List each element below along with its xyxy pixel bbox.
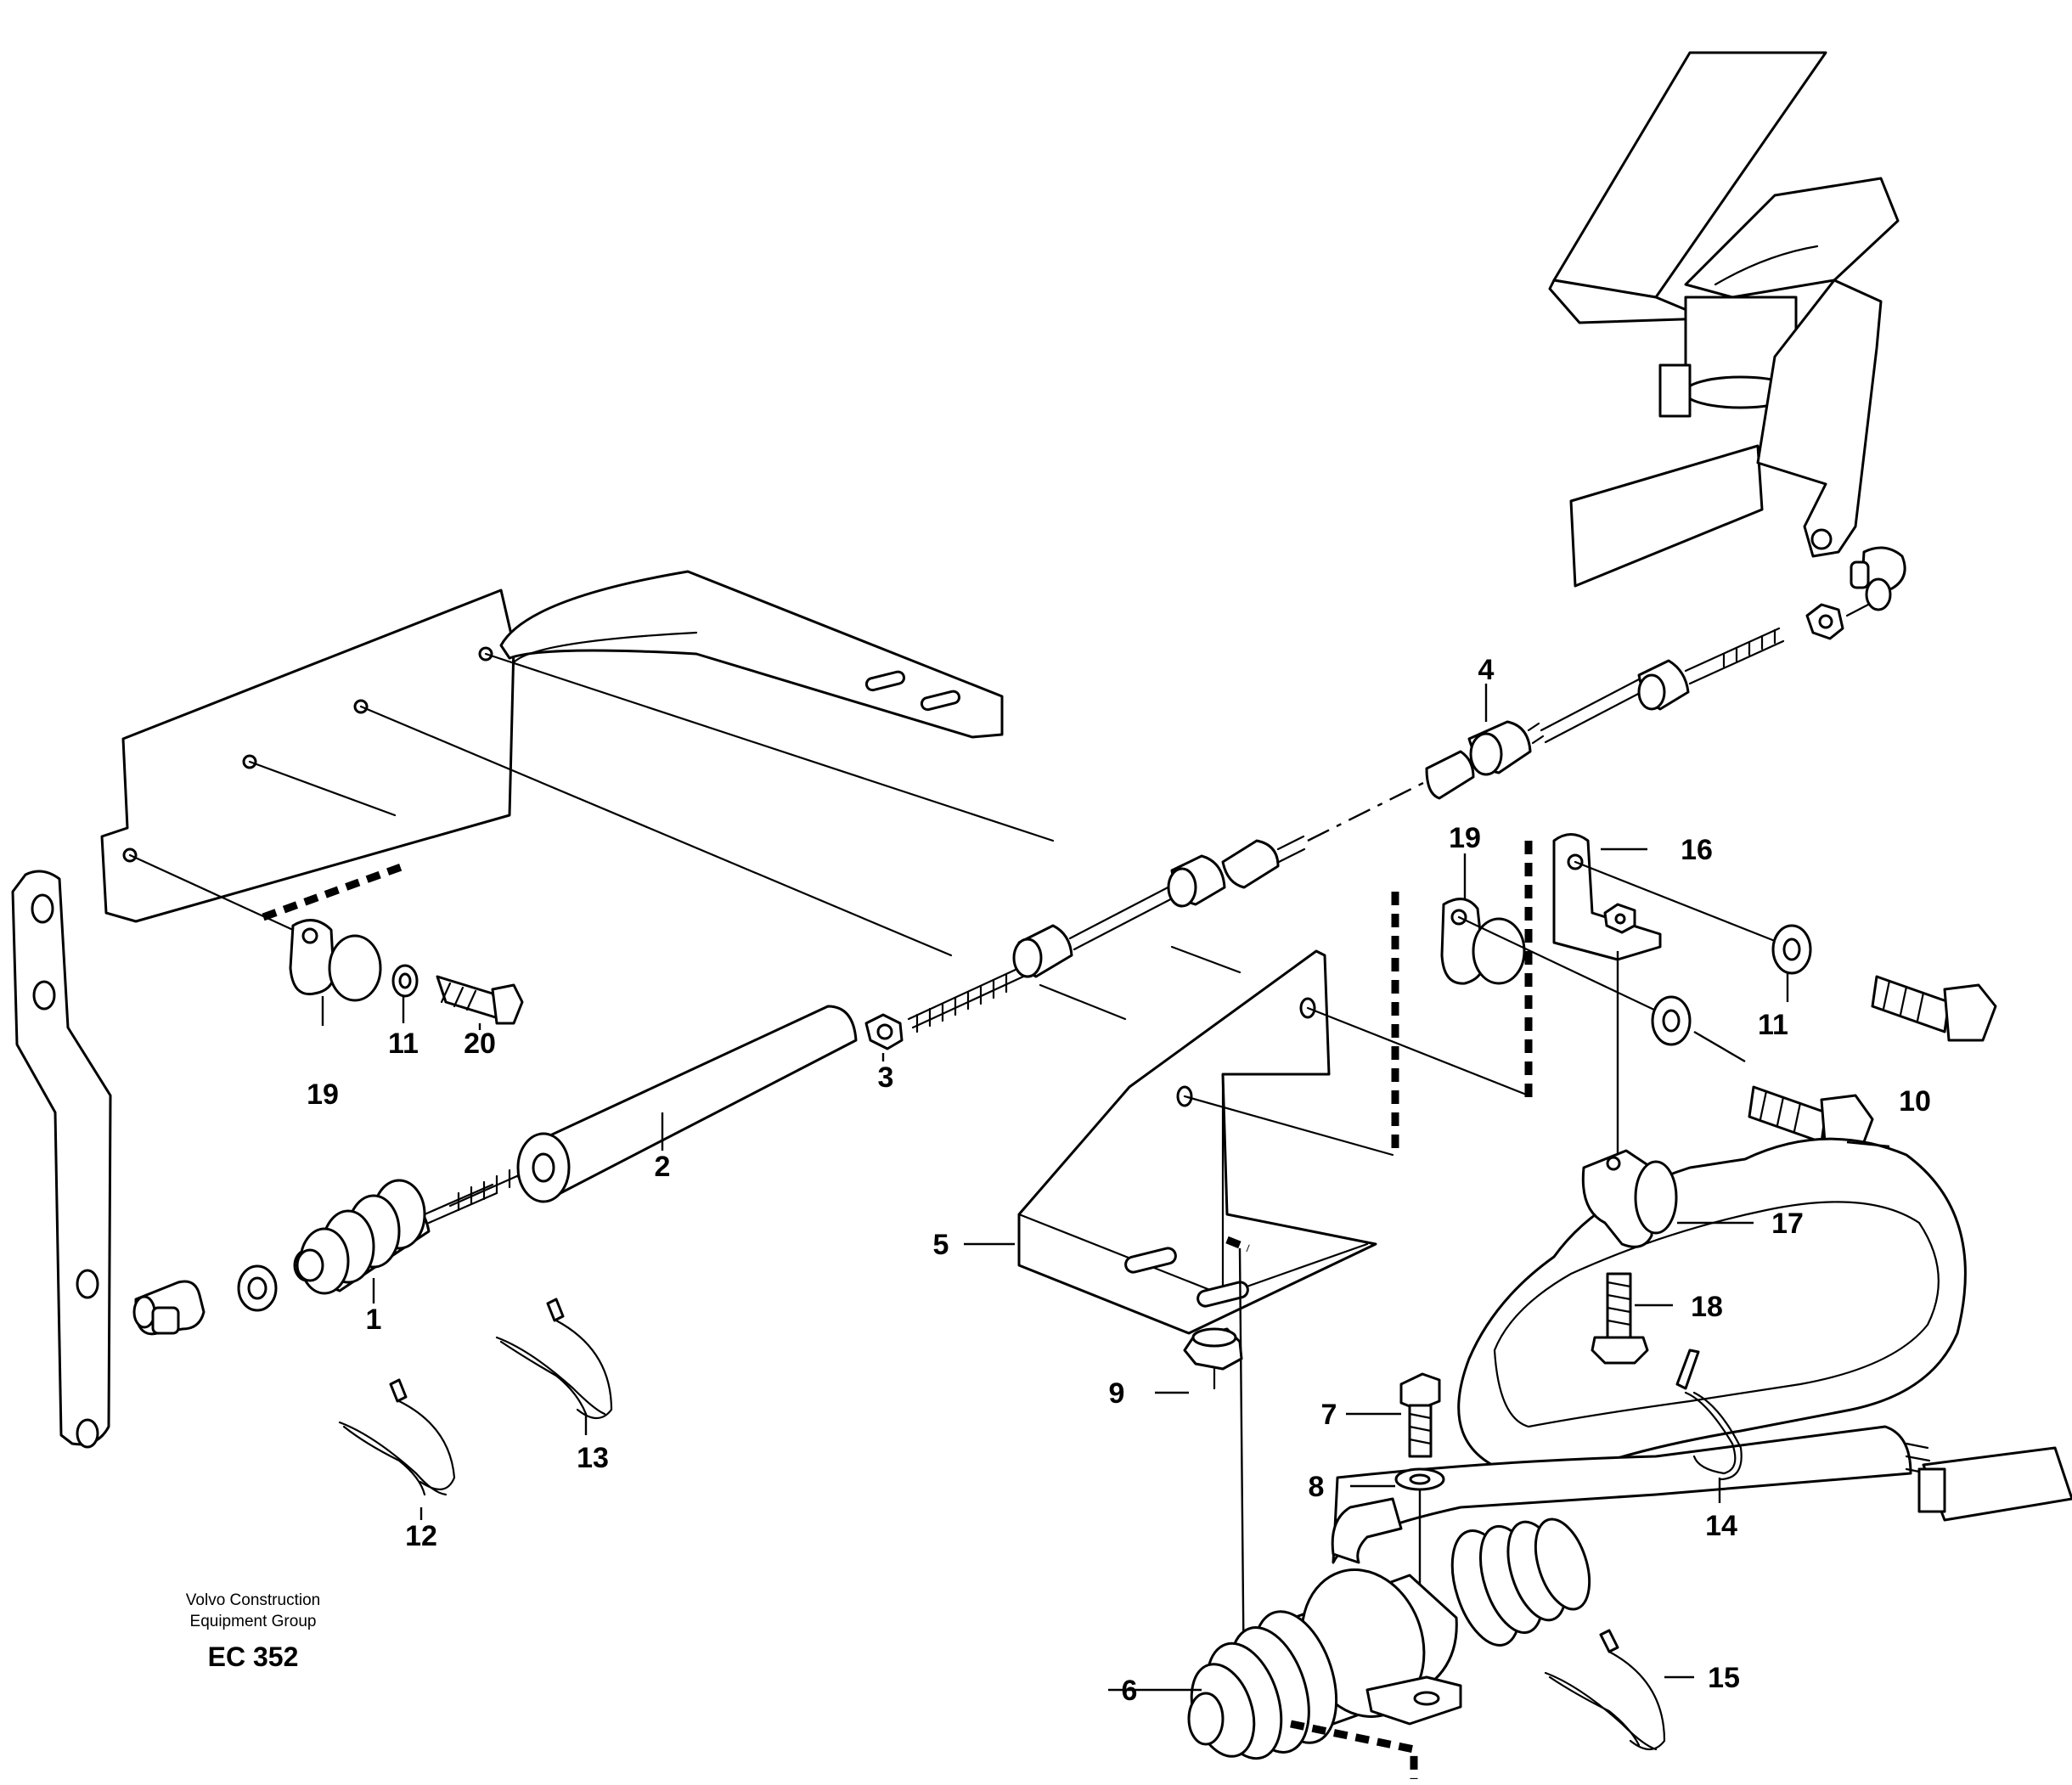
nut: [864, 1013, 904, 1050]
callout-1: 1: [366, 1304, 382, 1336]
reference-line: [1238, 1247, 1246, 1699]
cable-tie-12: [338, 1378, 456, 1496]
callout-10: 10: [1899, 1085, 1931, 1118]
reference-line: [1225, 1236, 1250, 1253]
hole-guide-line: [248, 760, 397, 817]
accelerator-pedal: [1548, 51, 1906, 591]
bolt-18: [1591, 1272, 1649, 1365]
callout-2: 2: [655, 1151, 671, 1183]
callout-11-left: 11: [388, 1028, 419, 1060]
callout-19-left: 19: [307, 1078, 339, 1111]
drawing-code: EC 352: [208, 1641, 299, 1672]
callout-12: 12: [405, 1520, 437, 1552]
control-cable: [907, 577, 1892, 1033]
right-clamp: [1440, 898, 1658, 1012]
callout-13: 13: [577, 1442, 609, 1474]
mounting-plate: [1017, 949, 1530, 1335]
flange-nut: [1183, 1327, 1243, 1390]
callout-3: 3: [878, 1061, 894, 1094]
callout-5: 5: [933, 1229, 949, 1261]
cable-tie-15: [1544, 1629, 1666, 1751]
cable-tie-13: [495, 1298, 613, 1420]
hole-guide-line: [359, 705, 953, 957]
callout-leaders: [321, 684, 1890, 1692]
footer-block: Volvo Construction Equipment Group EC 35…: [186, 1591, 320, 1672]
company-line-2: Equipment Group: [190, 1613, 317, 1630]
callout-4: 4: [1478, 654, 1495, 686]
rubber-boot: [296, 1179, 498, 1295]
wiring-harness: [1332, 1137, 2072, 1564]
callout-8: 8: [1309, 1471, 1325, 1503]
callout-16: 16: [1681, 834, 1713, 866]
cable-sleeve: [448, 1005, 858, 1212]
angle-bracket: [1552, 833, 1781, 1163]
callout-11-right: 11: [1758, 1009, 1788, 1041]
washers: [1651, 924, 1812, 1046]
solenoid-actuator: [1187, 1497, 1591, 1779]
callout-15: 15: [1708, 1662, 1740, 1694]
bolts: [1748, 975, 1997, 1155]
cable-end-fittings: [132, 1248, 322, 1336]
callout-17: 17: [1771, 1208, 1804, 1240]
cable-tie-14: [1675, 1349, 1743, 1481]
callout-14: 14: [1705, 1510, 1737, 1542]
hole-guide-line: [1039, 983, 1127, 1021]
callout-7: 7: [1321, 1399, 1337, 1431]
hole-guide-line: [484, 652, 1055, 842]
callout-20: 20: [464, 1028, 496, 1060]
mounting-bracket: [100, 570, 1004, 923]
callout-6: 6: [1122, 1675, 1138, 1707]
hole-guide-line: [1170, 945, 1242, 974]
lever-arm: [11, 870, 112, 1449]
callout-labels: 1 2 3 4 5 6 7 8 9 10 11 11 12 13 14 15 1…: [307, 654, 1931, 1707]
callout-9: 9: [1109, 1377, 1125, 1410]
left-clamp-assembly: [262, 862, 524, 1025]
company-line-1: Volvo Construction: [186, 1591, 320, 1609]
bolt-7: [1399, 1372, 1441, 1458]
callout-19-right: 19: [1449, 822, 1481, 854]
hole-guide-line: [128, 853, 295, 932]
callout-18: 18: [1691, 1291, 1723, 1323]
